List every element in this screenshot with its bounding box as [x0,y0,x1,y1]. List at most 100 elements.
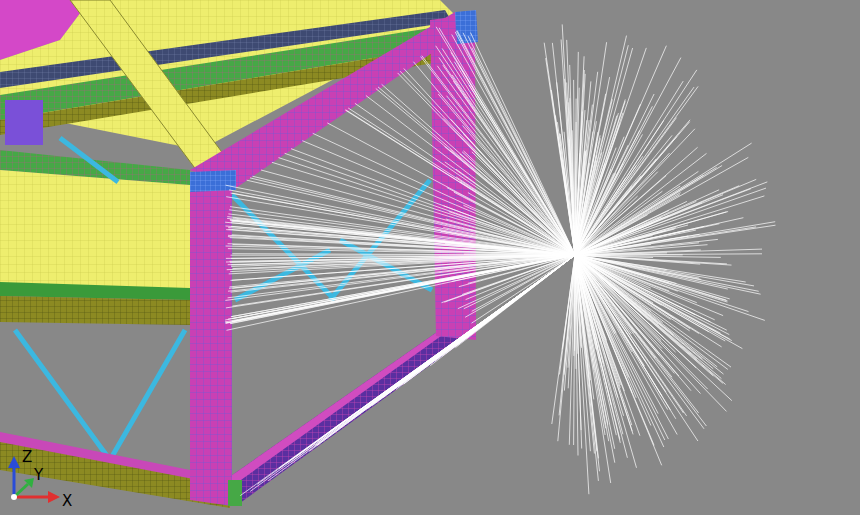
spider-leg [466,255,575,300]
spider-leg [291,149,575,255]
spider-leg [444,255,575,302]
spider-leg [575,186,739,255]
spider-leg [376,89,575,256]
spider-leg [575,182,767,255]
spider-leg [575,255,727,264]
spider-leg [443,65,575,255]
spider-leg [575,255,632,393]
spider-leg [226,255,575,258]
spider-leg [348,108,575,255]
spider-leg [400,71,575,255]
spider-leg [261,170,575,255]
spider-leg [378,87,575,255]
spider-leg [225,255,575,322]
spider-leg [568,255,575,368]
spider-leg [575,255,671,319]
spider-leg [404,255,575,384]
spider-leg [575,255,668,410]
spider-leg [464,254,575,256]
spider-leg [368,255,575,409]
spider-leg [575,166,636,256]
spider-leg [575,255,674,373]
side-panel [0,170,190,290]
spider-leg [345,110,575,255]
spider-leg [250,255,575,491]
spider-leg [302,141,575,255]
spider-leg [226,197,575,255]
spider-leg [552,255,575,424]
spider-leg [575,171,698,255]
spider-leg [279,158,576,255]
spider-leg [575,255,724,374]
spider-leg [575,255,578,456]
spider-leg [226,255,575,323]
spider-leg [546,58,575,255]
spider-leg [567,40,575,255]
spider-leg [464,255,575,309]
spider-leg [575,215,669,255]
spider-leg [442,255,576,303]
spider-leg [575,255,615,449]
spider-leg [226,185,575,255]
spider-leg [225,255,575,323]
spider-leg [313,133,575,255]
purple-block [5,100,43,145]
spider-leg [398,73,575,255]
spider-leg [575,48,646,255]
top-beam [190,12,477,188]
spider-leg [575,166,722,256]
spider-leg [229,210,575,255]
spider-leg [575,86,698,255]
olive-beam [0,296,190,325]
spider-leg [250,178,575,255]
spider-leg [225,255,575,320]
rigid-spider [225,24,776,495]
spider-leg [285,153,575,255]
spider-leg [575,255,706,426]
axis-triad [8,456,60,503]
spider-leg [575,255,722,347]
spider-leg [404,255,575,384]
spider-leg [575,255,676,419]
spider-leg [568,102,575,255]
spider-leg [575,255,702,359]
spider-leg [562,24,575,255]
spider-leg [421,57,575,255]
spider-leg [565,79,575,255]
spider-leg [226,255,575,308]
spider-leg [575,157,748,255]
spider-leg [268,255,575,481]
spider-leg [575,255,691,391]
spider-leg [575,255,721,333]
beam-flange [228,330,448,485]
spider-leg [575,45,628,255]
spider-leg [575,255,624,416]
spider-leg [575,255,723,316]
spider-leg [575,255,699,334]
spider-leg [439,255,575,257]
spider-leg [382,84,575,255]
spider-leg [457,31,575,255]
spider-leg [240,255,575,496]
spider-leg [327,123,575,255]
spider-leg [575,255,728,369]
spider-leg [575,134,643,255]
column [430,14,476,340]
axis-label: X [62,494,72,509]
corner-block [190,170,236,192]
spider-leg [575,81,683,255]
spider-leg [575,186,632,255]
spider-leg [575,255,725,341]
spider-leg [465,255,575,317]
spider-leg [457,31,576,255]
spider-leg [564,132,575,255]
spider-leg [575,255,677,435]
spider-leg [472,255,576,323]
spider-leg [436,27,575,255]
spider-leg [230,255,575,262]
spider-leg [552,43,575,255]
spider-leg [575,255,674,318]
axis-label: Z [22,450,32,465]
spider-leg [575,255,721,379]
spider-leg [575,255,634,333]
